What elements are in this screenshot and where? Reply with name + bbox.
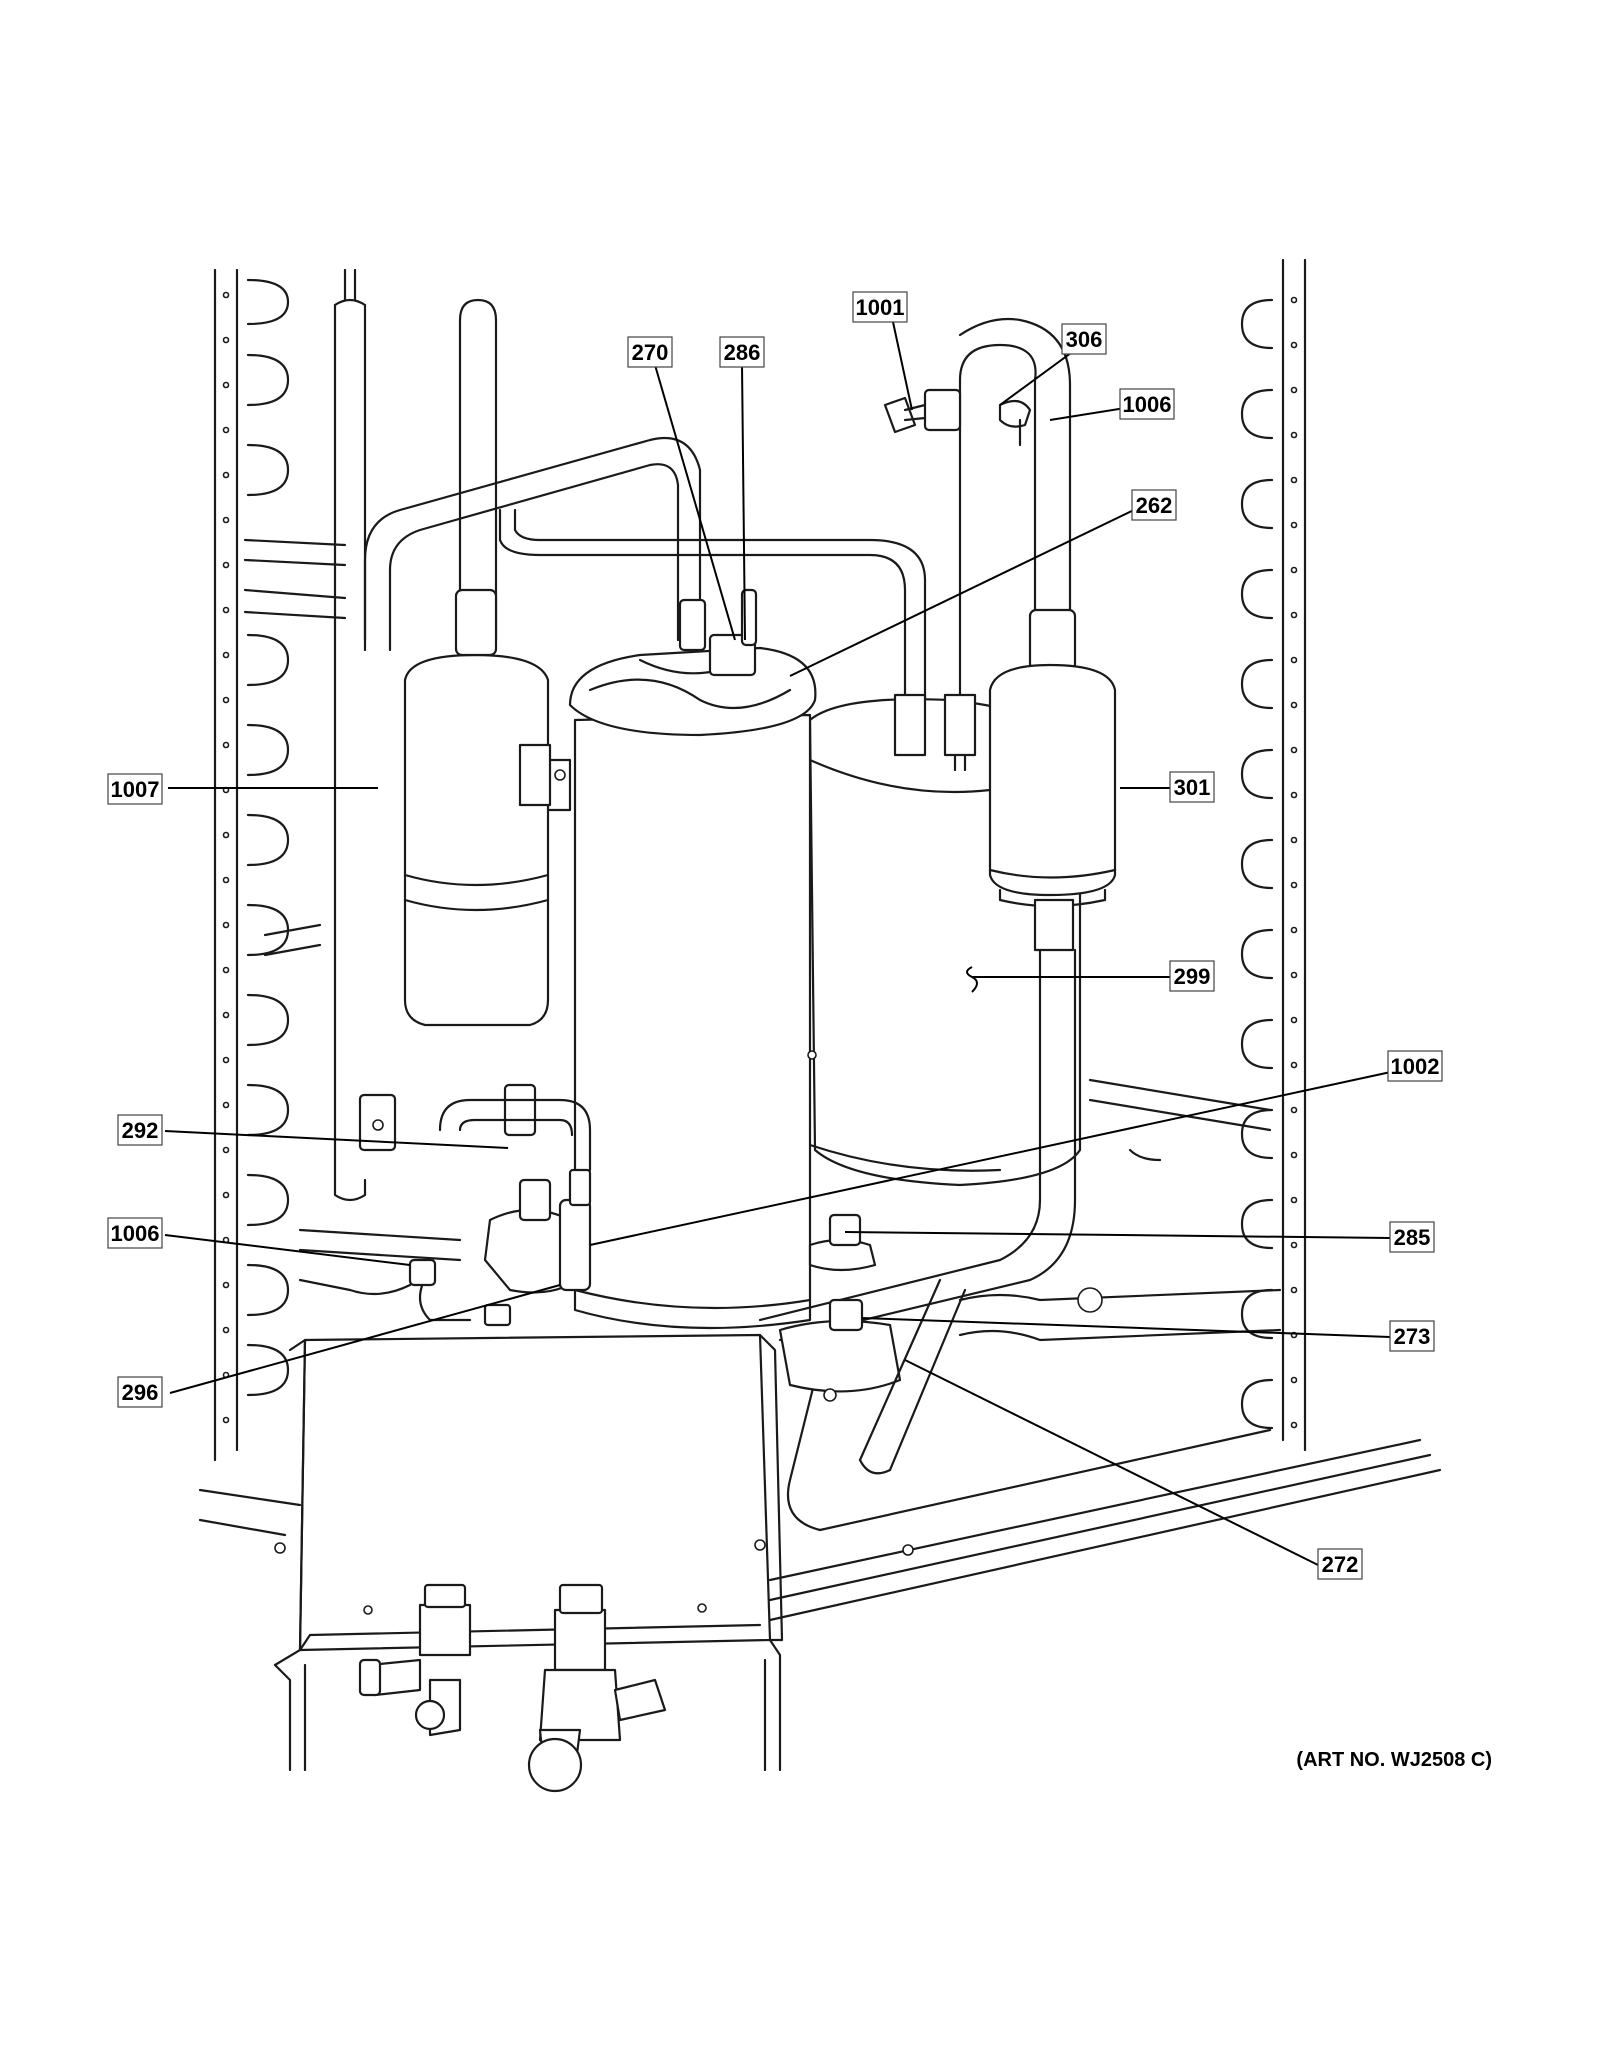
leader-1001 bbox=[892, 321, 913, 411]
callout-286: 286 bbox=[719, 336, 765, 368]
callout-box bbox=[1389, 1320, 1435, 1352]
reversing-valve-assembly bbox=[298, 1083, 967, 1475]
callout-296: 296 bbox=[117, 1376, 163, 1408]
leader-262 bbox=[789, 507, 1139, 677]
callout-299: 299 bbox=[1169, 960, 1215, 992]
leader-1006b bbox=[164, 1234, 411, 1266]
callout-label: 292 bbox=[122, 1118, 159, 1143]
callout-273: 273 bbox=[1389, 1320, 1435, 1352]
leader-306 bbox=[999, 349, 1076, 406]
callout-labels: 1001 270 286 306 1006 262 1007 301 299 1002 292 100… bbox=[107, 291, 1443, 1580]
callout-1001: 1001 bbox=[852, 291, 908, 323]
callout-label: 270 bbox=[632, 340, 669, 365]
left-coil-panel bbox=[213, 268, 347, 1462]
leader-286 bbox=[741, 364, 746, 641]
leader-273 bbox=[861, 1317, 1391, 1338]
callout-292: 292 bbox=[117, 1114, 163, 1146]
callout-box bbox=[719, 336, 765, 368]
service-valve-panel bbox=[273, 1333, 784, 1793]
callout-301: 301 bbox=[1169, 771, 1215, 803]
callout-box bbox=[627, 336, 673, 368]
callout-label: 273 bbox=[1394, 1324, 1431, 1349]
callout-box bbox=[1169, 771, 1215, 803]
callout-1006: 1006 bbox=[107, 1217, 163, 1249]
callout-box bbox=[1169, 960, 1215, 992]
callout-272: 272 bbox=[1317, 1548, 1363, 1580]
callout-1006: 1006 bbox=[1119, 388, 1175, 420]
callout-label: 262 bbox=[1136, 493, 1173, 518]
callout-box bbox=[117, 1376, 163, 1408]
accumulator bbox=[403, 588, 572, 1027]
callout-label: 299 bbox=[1174, 964, 1211, 989]
callout-306: 306 bbox=[1061, 323, 1107, 355]
callout-label: 1007 bbox=[111, 777, 160, 802]
callout-box bbox=[117, 1114, 163, 1146]
callout-box bbox=[1061, 323, 1107, 355]
discharge-tubing bbox=[333, 268, 927, 1182]
callout-label: 306 bbox=[1066, 327, 1103, 352]
leader-296 bbox=[169, 1284, 561, 1394]
callout-label: 285 bbox=[1394, 1225, 1431, 1250]
callout-1007: 1007 bbox=[107, 773, 163, 805]
callout-box bbox=[1387, 1050, 1443, 1082]
callout-285: 285 bbox=[1389, 1221, 1435, 1253]
leader-285 bbox=[844, 1231, 1391, 1239]
callout-label: 1002 bbox=[1391, 1054, 1440, 1079]
pressure-switch bbox=[883, 388, 1032, 447]
leader-270 bbox=[654, 364, 736, 641]
callout-box bbox=[107, 773, 163, 805]
base-pan bbox=[198, 1078, 1442, 1622]
callout-label: 272 bbox=[1322, 1552, 1359, 1577]
callout-box bbox=[1131, 489, 1177, 521]
leader-292 bbox=[164, 1130, 509, 1149]
leader-1002 bbox=[589, 1069, 1401, 1246]
callout-label: 286 bbox=[724, 340, 761, 365]
callout-1002: 1002 bbox=[1387, 1050, 1443, 1082]
callout-box bbox=[1389, 1221, 1435, 1253]
callout-label: 296 bbox=[122, 1380, 159, 1405]
callout-box bbox=[107, 1217, 163, 1249]
callout-leaders bbox=[164, 321, 1401, 1566]
callout-box bbox=[1119, 388, 1175, 420]
art-number: (ART NO. WJ2508 C) bbox=[1296, 1749, 1492, 1771]
leader-272 bbox=[904, 1359, 1319, 1566]
callout-box bbox=[852, 291, 908, 323]
right-coil-panel bbox=[1240, 258, 1307, 1452]
callout-label: 301 bbox=[1174, 775, 1211, 800]
callout-box bbox=[1317, 1548, 1363, 1580]
callout-270: 270 bbox=[627, 336, 673, 368]
callout-label: 1006 bbox=[111, 1221, 160, 1246]
callout-262: 262 bbox=[1131, 489, 1177, 521]
callout-label: 1006 bbox=[1123, 392, 1172, 417]
callout-label: 1001 bbox=[856, 295, 905, 320]
